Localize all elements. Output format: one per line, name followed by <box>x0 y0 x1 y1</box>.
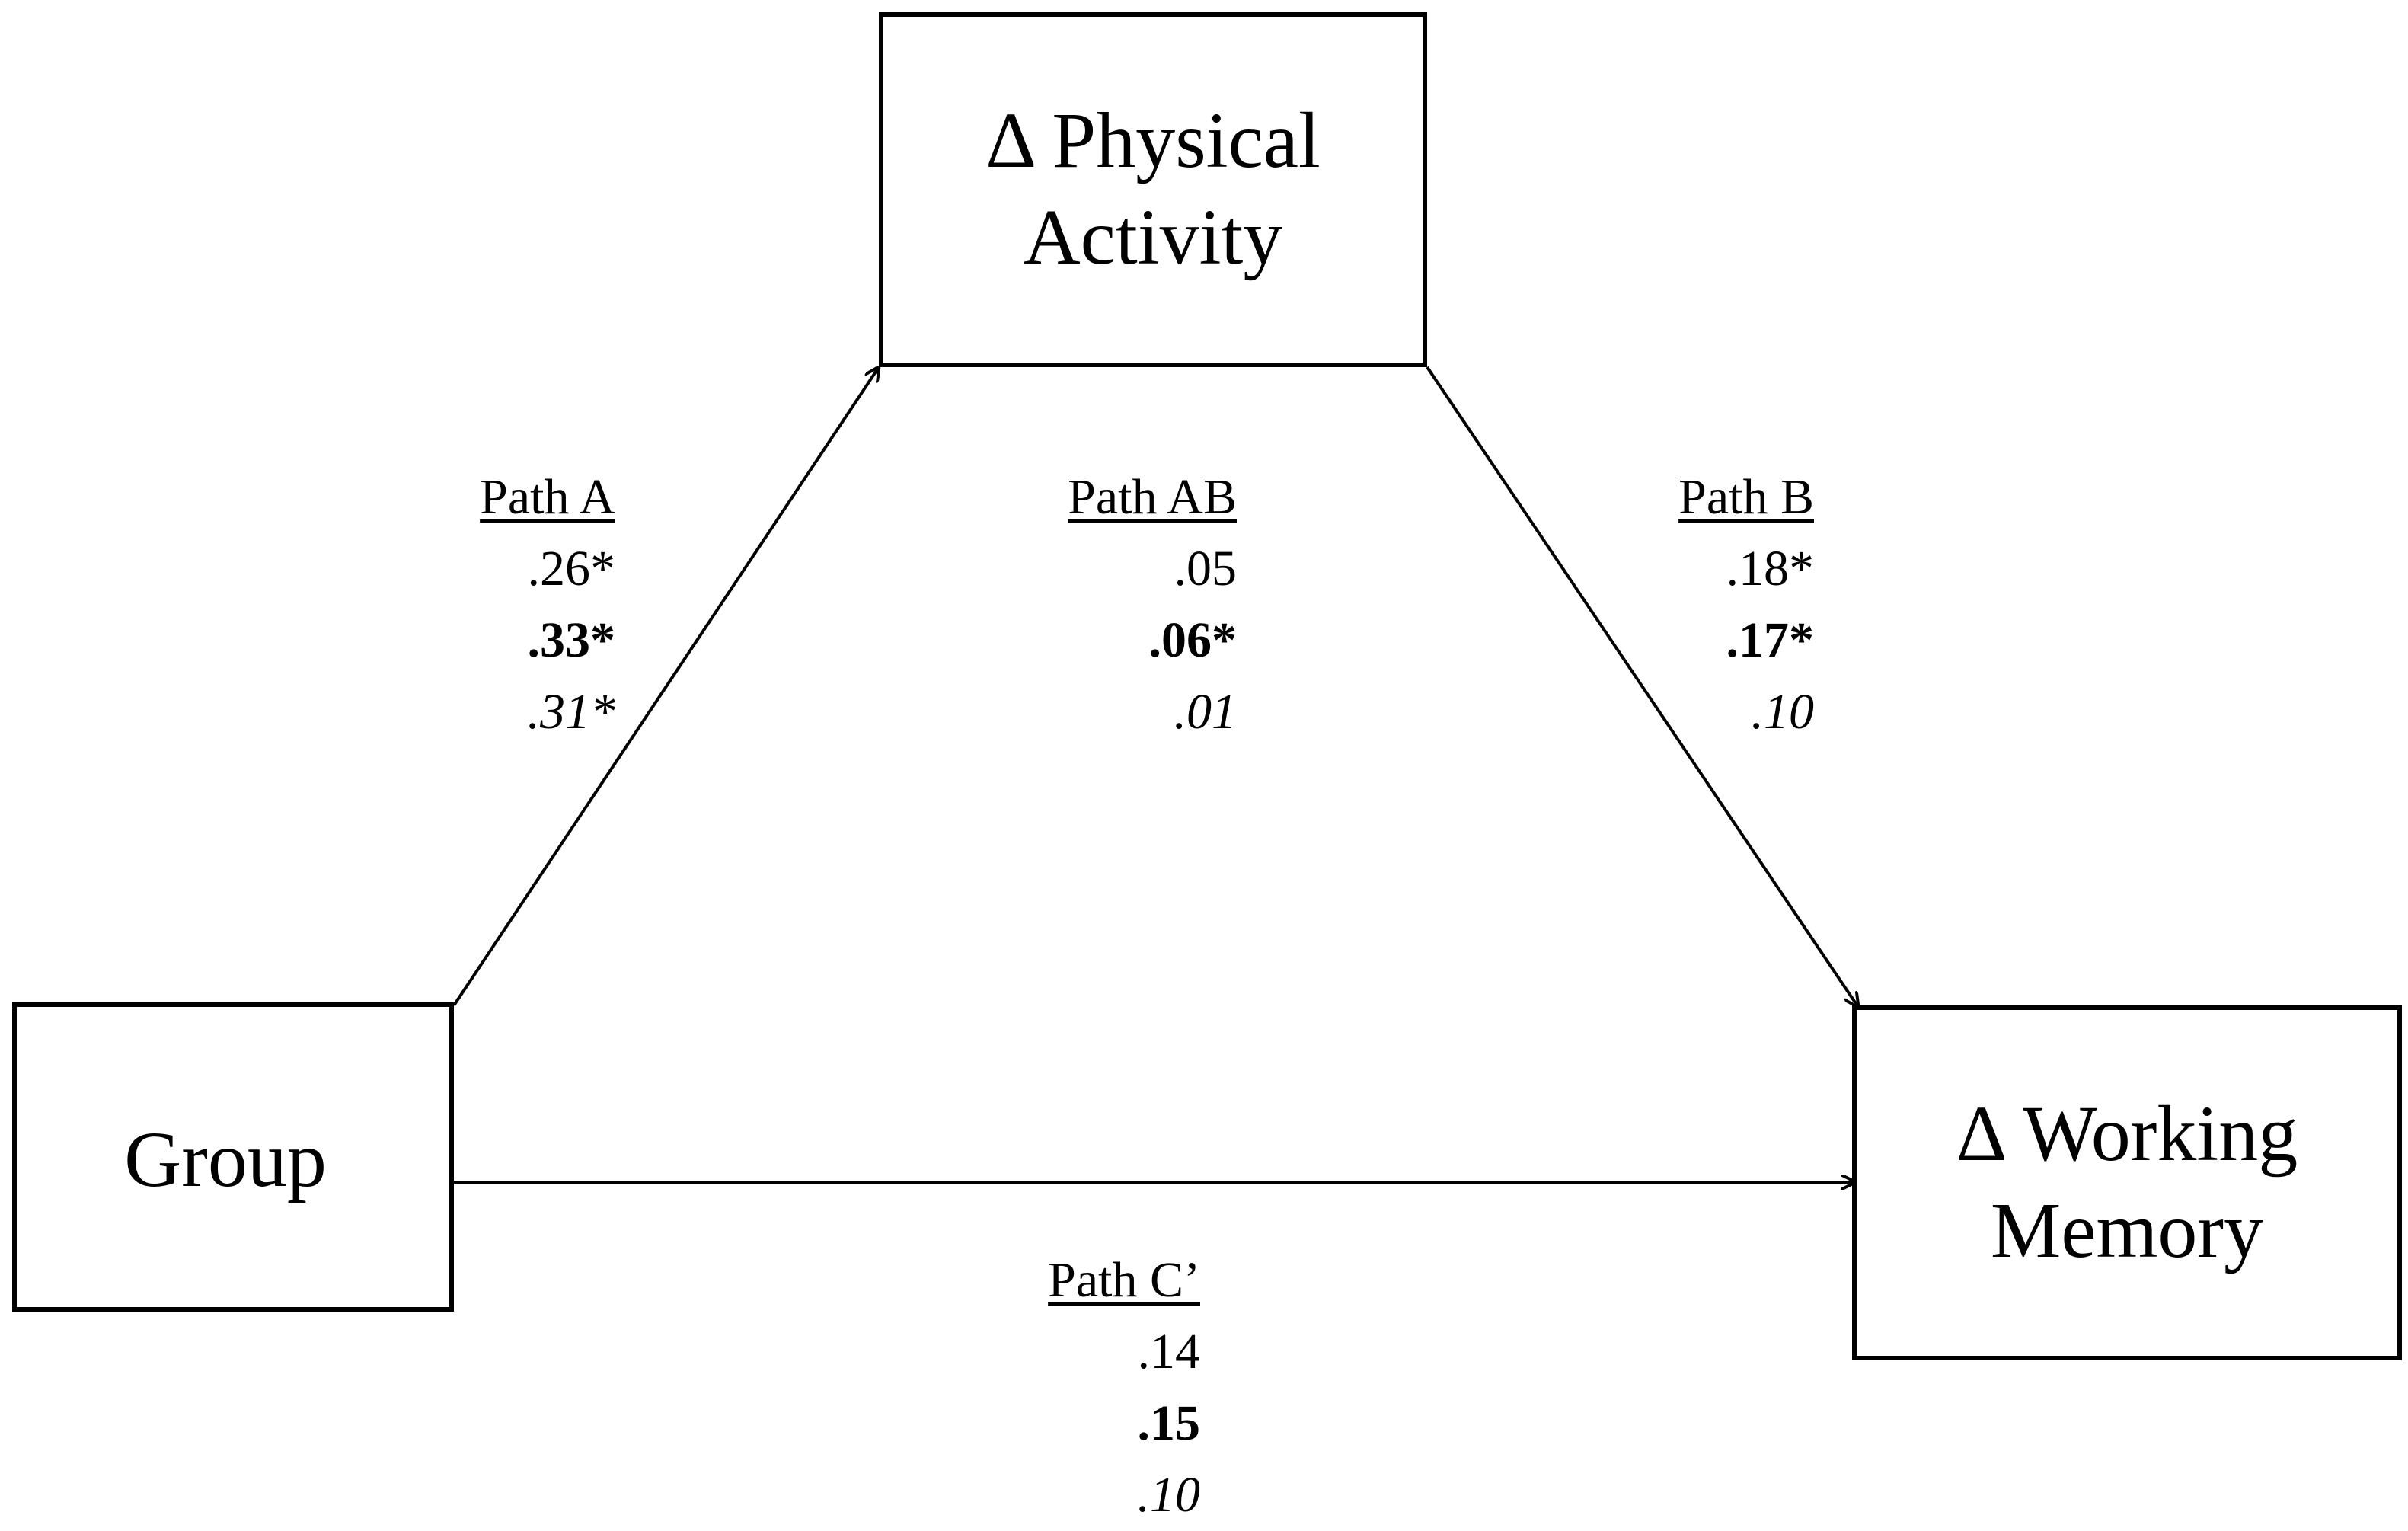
path-b-arrow <box>1426 366 1858 1007</box>
path-c-prime-title: Path C’ <box>1048 1252 1200 1308</box>
path-ab-value-bold: .06* <box>1148 612 1238 668</box>
path-a-value-italic: .31* <box>527 684 616 740</box>
path-ab-value-regular: .05 <box>1174 541 1238 596</box>
physical-activity-line1: Δ Physical <box>985 97 1321 185</box>
path-ab-label: Path AB .05 .06* .01 <box>1042 462 1237 748</box>
path-c-prime-value-regular: .14 <box>1137 1324 1201 1379</box>
physical-activity-node: Δ Physical Activity <box>879 12 1427 367</box>
path-ab-title: Path AB <box>1068 469 1237 525</box>
path-b-label: Path B .18* .17* .10 <box>1651 462 1814 748</box>
path-a-title: Path A <box>480 469 615 525</box>
path-b-value-bold: .17* <box>1726 612 1815 668</box>
path-b-value-italic: .10 <box>1751 684 1815 740</box>
path-a-value-regular: .26* <box>527 541 616 596</box>
path-c-prime-value-bold: .15 <box>1137 1395 1201 1451</box>
path-b-value-regular: .18* <box>1726 541 1815 596</box>
working-memory-line2: Memory <box>1990 1187 2264 1274</box>
group-label: Group <box>124 1115 327 1203</box>
physical-activity-line2: Activity <box>1023 193 1283 281</box>
working-memory-node: Δ Working Memory <box>1852 1005 2402 1360</box>
path-a-arrow <box>452 367 879 1007</box>
path-c-prime-label: Path C’ .14 .15 .10 <box>1010 1245 1200 1531</box>
group-node: Group <box>12 1002 454 1312</box>
path-c-prime-value-italic: .10 <box>1137 1467 1201 1523</box>
working-memory-line1: Δ Working <box>1956 1090 2298 1178</box>
path-a-value-bold: .33* <box>527 612 616 668</box>
path-a-label: Path A .26* .33* .31* <box>454 462 615 748</box>
path-b-title: Path B <box>1678 469 1814 525</box>
path-ab-value-italic: .01 <box>1174 684 1238 740</box>
